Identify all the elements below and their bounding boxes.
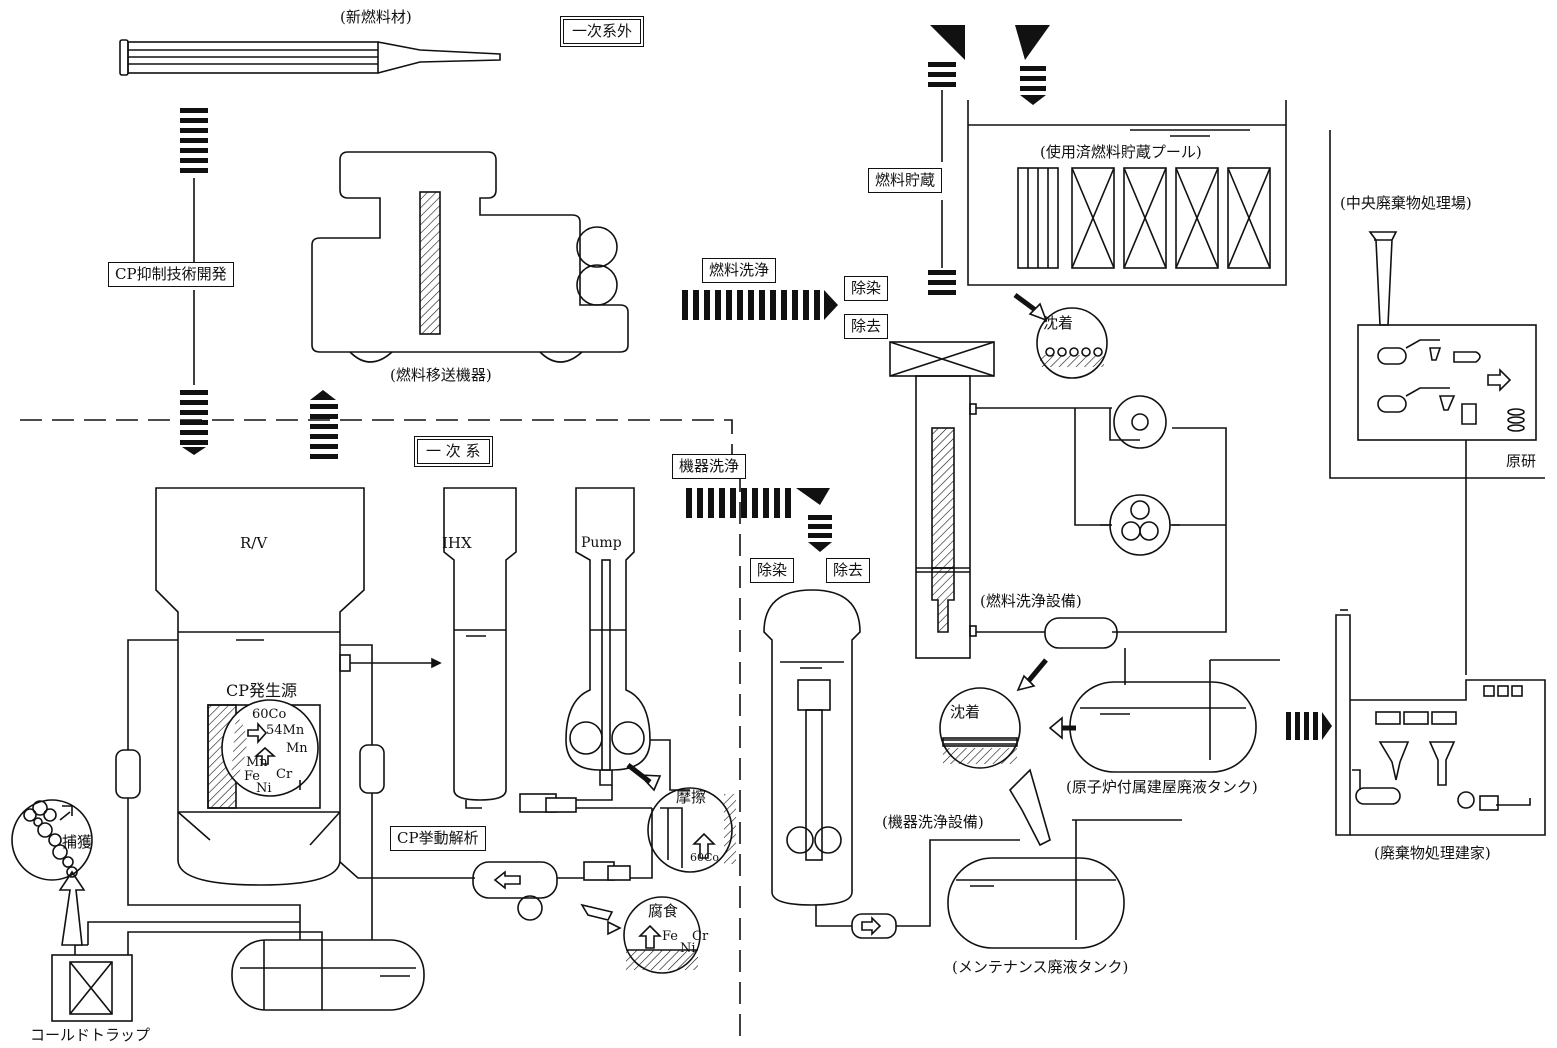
waste-building-label: (廃棄物処理建家) (1374, 846, 1491, 861)
ihx-label: IHX (442, 536, 472, 551)
maintenance-tank-label: (メンテナンス廃液タンク) (952, 960, 1128, 975)
cold-trap-label: コールドトラップ (30, 1028, 150, 1043)
pump-label: Pump (581, 536, 622, 550)
decon-label: 除染 (844, 276, 888, 301)
removal-label: 除去 (844, 314, 888, 339)
down-arrow-icon (180, 108, 208, 173)
primary-outside-label: 一次系外 (560, 16, 644, 47)
central-waste-label: (中央廃棄物処理場) (1340, 196, 1472, 211)
capture-label: 捕獲 (62, 835, 92, 850)
decon2-label: 除染 (750, 558, 794, 583)
equip-washing-label: 機器洗浄 (672, 454, 746, 479)
friction-label: 摩擦 (676, 790, 706, 805)
co60-label: 60Co (252, 708, 286, 721)
genken-label: 原研 (1506, 454, 1536, 469)
fuel-washing-facility (890, 342, 1226, 685)
rv-label: R/V (240, 536, 267, 551)
cr-label: Cr (276, 768, 292, 781)
removal2-label: 除去 (826, 558, 870, 583)
new-fuel-rod-icon (120, 40, 500, 75)
spent-fuel-pool-label: (使用済燃料貯蔵プール) (1040, 145, 1202, 160)
up-arrow-icon (310, 390, 338, 459)
corrosion-label: 腐食 (648, 904, 678, 919)
cp-behavior-pipe (473, 808, 652, 920)
fuel-wash-facility-label: (燃料洗浄設備) (980, 594, 1082, 609)
deposition-detail-icon-2 (940, 688, 1020, 768)
equipment-washing-arrow-icon (686, 488, 832, 552)
ni-label: Ni (256, 782, 272, 795)
cp-suppression-label: CP抑制技術開発 (108, 262, 234, 287)
cp-behavior-label: CP挙動解析 (390, 826, 486, 851)
to-waste-building-arrow-icon (1286, 712, 1332, 740)
reactor-aux-waste-tank (1070, 660, 1280, 772)
reactor-tank-label: (原子炉付属建屋廃液タンク) (1066, 780, 1258, 795)
equip-wash-facility-label: (機器洗浄設備) (882, 815, 984, 830)
cp-source-label: CP発生源 (226, 683, 297, 699)
fuel-storage-label: 燃料貯蔵 (868, 168, 942, 193)
down-arrow-icon (180, 390, 208, 455)
mn-label: Mn (286, 742, 308, 755)
fuel-washing-arrow-icon (682, 290, 838, 320)
deposition2-label: 沈着 (950, 705, 980, 720)
spent-fuel-pool (968, 100, 1286, 285)
co60b-label: 60Co (690, 852, 719, 863)
primary-system-label: 一 次 系 (414, 436, 493, 467)
fuel-storage-arrow-icon (928, 25, 1050, 295)
fe2-label: Fe (662, 930, 678, 943)
cr2-label: Cr (692, 930, 708, 943)
cold-trap (52, 945, 132, 1021)
deposition1-label: 沈着 (1043, 316, 1073, 331)
sodium-tank (232, 940, 424, 1010)
waste-treatment-building (1336, 610, 1545, 835)
new-fuel-label: (新燃料材) (340, 10, 412, 25)
mn2-label: Mn (246, 756, 268, 769)
fuel-washing-label: 燃料洗浄 (702, 258, 776, 283)
fuel-transfer-label: (燃料移送機器) (390, 368, 492, 383)
fuel-transfer-machine (312, 152, 628, 362)
mn54-label: 54Mn (266, 724, 304, 737)
